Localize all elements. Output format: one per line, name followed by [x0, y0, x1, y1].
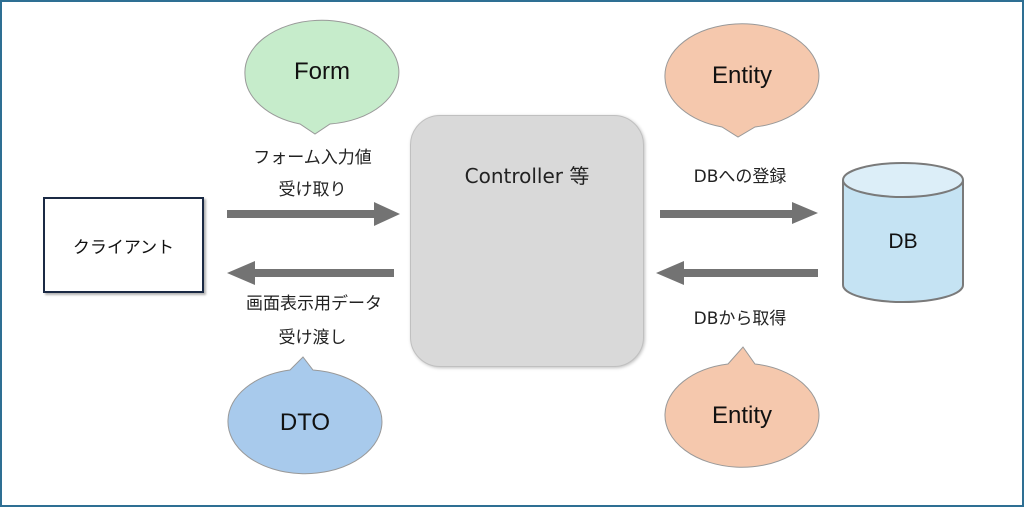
controller-label: Controller 等	[464, 164, 590, 188]
arrow-db-to-controller	[656, 261, 818, 285]
controller-box: Controller 等	[410, 115, 644, 367]
client-to-controller-label-1: フォーム入力値	[253, 148, 372, 168]
entity-bottom-bubble	[664, 346, 820, 468]
arrow-controller-to-client	[227, 261, 394, 285]
entity-bottom-label: Entity	[711, 402, 773, 429]
db-label: DB	[888, 230, 918, 253]
form-label: Form	[294, 58, 350, 85]
client-to-controller-label-2: 受け取り	[278, 180, 347, 200]
db-to-controller-label: DBから取得	[693, 309, 787, 329]
arrow-controller-to-db	[660, 202, 818, 224]
form-bubble	[244, 19, 400, 135]
controller-to-db-label: DBへの登録	[693, 167, 787, 187]
arrow-client-to-controller	[227, 202, 400, 226]
dto-label: DTO	[279, 409, 331, 436]
controller-to-client-label-1: 画面表示用データ	[246, 294, 382, 314]
db-cylinder	[842, 162, 964, 303]
dto-bubble	[227, 356, 383, 475]
controller-to-client-label-2: 受け渡し	[278, 328, 347, 348]
client-label: クライアント	[72, 237, 175, 258]
entity-top-label: Entity	[711, 62, 773, 89]
client-box: クライアント	[43, 197, 204, 293]
entity-top-bubble	[664, 23, 820, 138]
